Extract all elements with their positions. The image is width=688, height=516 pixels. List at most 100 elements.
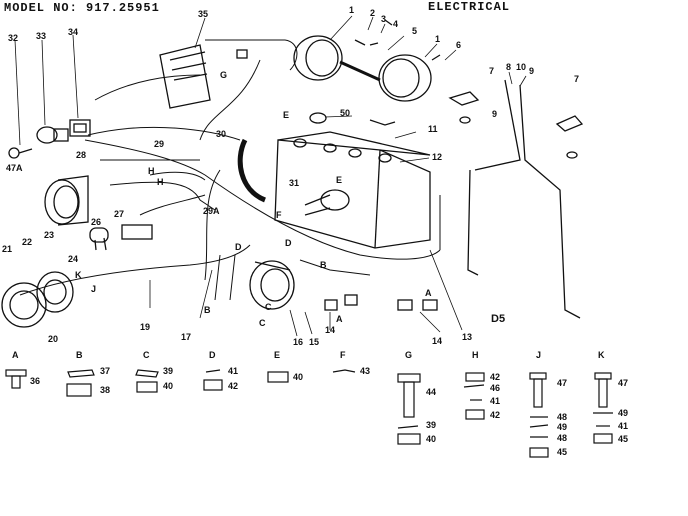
kit-ref: 44 (426, 387, 436, 397)
kit-ref: 48 (557, 433, 567, 443)
kit-ref: 47 (618, 378, 628, 388)
callout-label: 35 (198, 9, 208, 19)
callout-label: 13 (462, 332, 472, 342)
kit-ref: 38 (100, 385, 110, 395)
wing-nuts (448, 91, 584, 159)
callout-label: 9 (492, 109, 497, 119)
kit-letter: A (12, 350, 19, 360)
callout-label: 29A (203, 206, 220, 216)
zone-letter: D (285, 238, 292, 248)
callout-label: 23 (44, 230, 54, 240)
kit-ref: 39 (426, 420, 436, 430)
kit-letter: C (143, 350, 150, 360)
kit-letter: J (536, 350, 541, 360)
kit-letter: K (598, 350, 605, 360)
zone-letter: B (204, 305, 211, 315)
kit-ref: 46 (490, 383, 500, 393)
headlight-left (293, 35, 343, 81)
zone-letter: E (283, 110, 289, 120)
callout-label: 24 (68, 254, 78, 264)
callout-label: 29 (154, 139, 164, 149)
callout-label: 28 (76, 150, 86, 160)
callout-label: 47A (6, 163, 23, 173)
callout-label: 10 (516, 62, 526, 72)
zone-letter: E (336, 175, 342, 185)
ignition-key (8, 147, 33, 159)
zone-letter: B (320, 260, 327, 270)
kit-ref: 47 (557, 378, 567, 388)
battery-clamp (304, 189, 350, 216)
callout-label: 17 (181, 332, 191, 342)
kit-ref: 37 (100, 366, 110, 376)
ammeter (44, 175, 89, 226)
callout-label: 12 (432, 152, 442, 162)
callout-label: 3 (381, 14, 386, 24)
kit-ref: 40 (163, 381, 173, 391)
horn-pair (1, 271, 74, 328)
callout-label: 7 (574, 74, 579, 84)
callout-label: 2 (370, 8, 375, 18)
callout-label: 9 (529, 66, 534, 76)
section-title: ELECTRICAL (428, 0, 511, 14)
callout-label: 14 (325, 325, 335, 335)
kit-ref: 45 (618, 434, 628, 444)
callout-label: 5 (412, 26, 417, 36)
callout-label: 31 (289, 178, 299, 188)
ignition-switch (36, 126, 69, 144)
zone-letter: J (91, 284, 96, 294)
headlight-right (378, 54, 432, 102)
callout-label: 11 (428, 124, 438, 134)
callout-label: 20 (48, 334, 58, 344)
headlight-bracket-rods (467, 79, 581, 319)
kit-ref: 42 (490, 410, 500, 420)
battery (274, 131, 431, 249)
callout-label: 21 (2, 244, 12, 254)
callout-label: 22 (22, 237, 32, 247)
kit-letter: H (472, 350, 479, 360)
hardware-kits (5, 369, 613, 458)
callout-label: 1 (435, 34, 440, 44)
kit-ref: 41 (228, 366, 238, 376)
zone-letter: D (235, 242, 242, 252)
callout-label: 19 (140, 322, 150, 332)
zone-letter: G (220, 70, 227, 80)
kit-letter: B (76, 350, 83, 360)
kit-ref: 42 (228, 381, 238, 391)
leader-lines (14, 15, 527, 337)
kit-letter: F (340, 350, 346, 360)
callout-label: 34 (68, 27, 78, 37)
callout-label: 16 (293, 337, 303, 347)
model-number: MODEL NO: 917.25951 (4, 1, 160, 15)
starter-solenoid (249, 260, 295, 310)
kit-ref: 40 (426, 434, 436, 444)
kit-ref: 45 (557, 447, 567, 457)
zone-letter: H (157, 177, 164, 187)
kit-ref: 49 (618, 408, 628, 418)
callout-label: 26 (91, 217, 101, 227)
kit-letter: E (274, 350, 280, 360)
kit-ref: 42 (490, 372, 500, 382)
zone-letter: F (276, 210, 282, 220)
callout-label: 30 (216, 129, 226, 139)
callout-label: 27 (114, 209, 124, 219)
kit-ref: 41 (490, 396, 500, 406)
callout-label: 32 (8, 33, 18, 43)
callout-label: 4 (393, 19, 398, 29)
kit-ref: 39 (163, 366, 173, 376)
kit-letter: G (405, 350, 412, 360)
zone-letter: H (148, 166, 155, 176)
callout-label: 1 (349, 5, 354, 15)
zone-letter: K (75, 270, 82, 280)
callout-label: 6 (456, 40, 461, 50)
kit-ref: 48 (557, 412, 567, 422)
zone-letter: A (336, 314, 343, 324)
connector-block (69, 119, 91, 137)
callout-label: 50 (340, 108, 350, 118)
kit-ref: 40 (293, 372, 303, 382)
kit-ref: 41 (618, 421, 628, 431)
fuse-holder (89, 224, 153, 251)
callout-label: 15 (309, 337, 319, 347)
zone-letter: C (265, 302, 272, 312)
